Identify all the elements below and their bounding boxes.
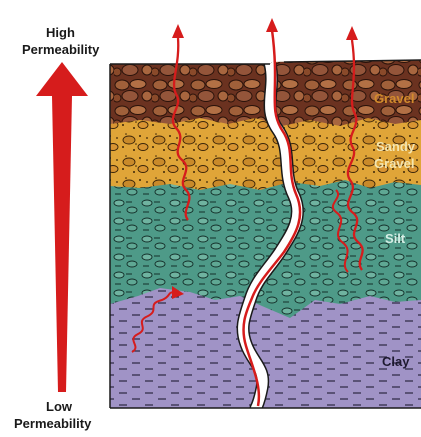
layer-label-clay: Clay [382,355,409,369]
layer-label-gravel: Gravel [374,92,414,106]
soil-block [110,60,421,408]
high-label-line2: Permeability [22,43,99,57]
permeability-arrow-shaft [52,96,72,392]
low-label-line2: Permeability [14,417,91,431]
flow-arrowhead-fracture [266,18,278,32]
flow-arrowhead-left [172,24,184,38]
layer-label-sandy-gravel: Gravel [374,157,414,171]
permeability-arrow [36,62,88,392]
high-label-line1: High [46,26,75,40]
permeability-arrow-head [36,62,88,96]
layer-label-silt: Silt [385,232,405,246]
layer-label-sandy: Sandy [376,140,415,154]
low-label-line1: Low [46,400,72,414]
flow-arrowhead-right [346,26,358,40]
